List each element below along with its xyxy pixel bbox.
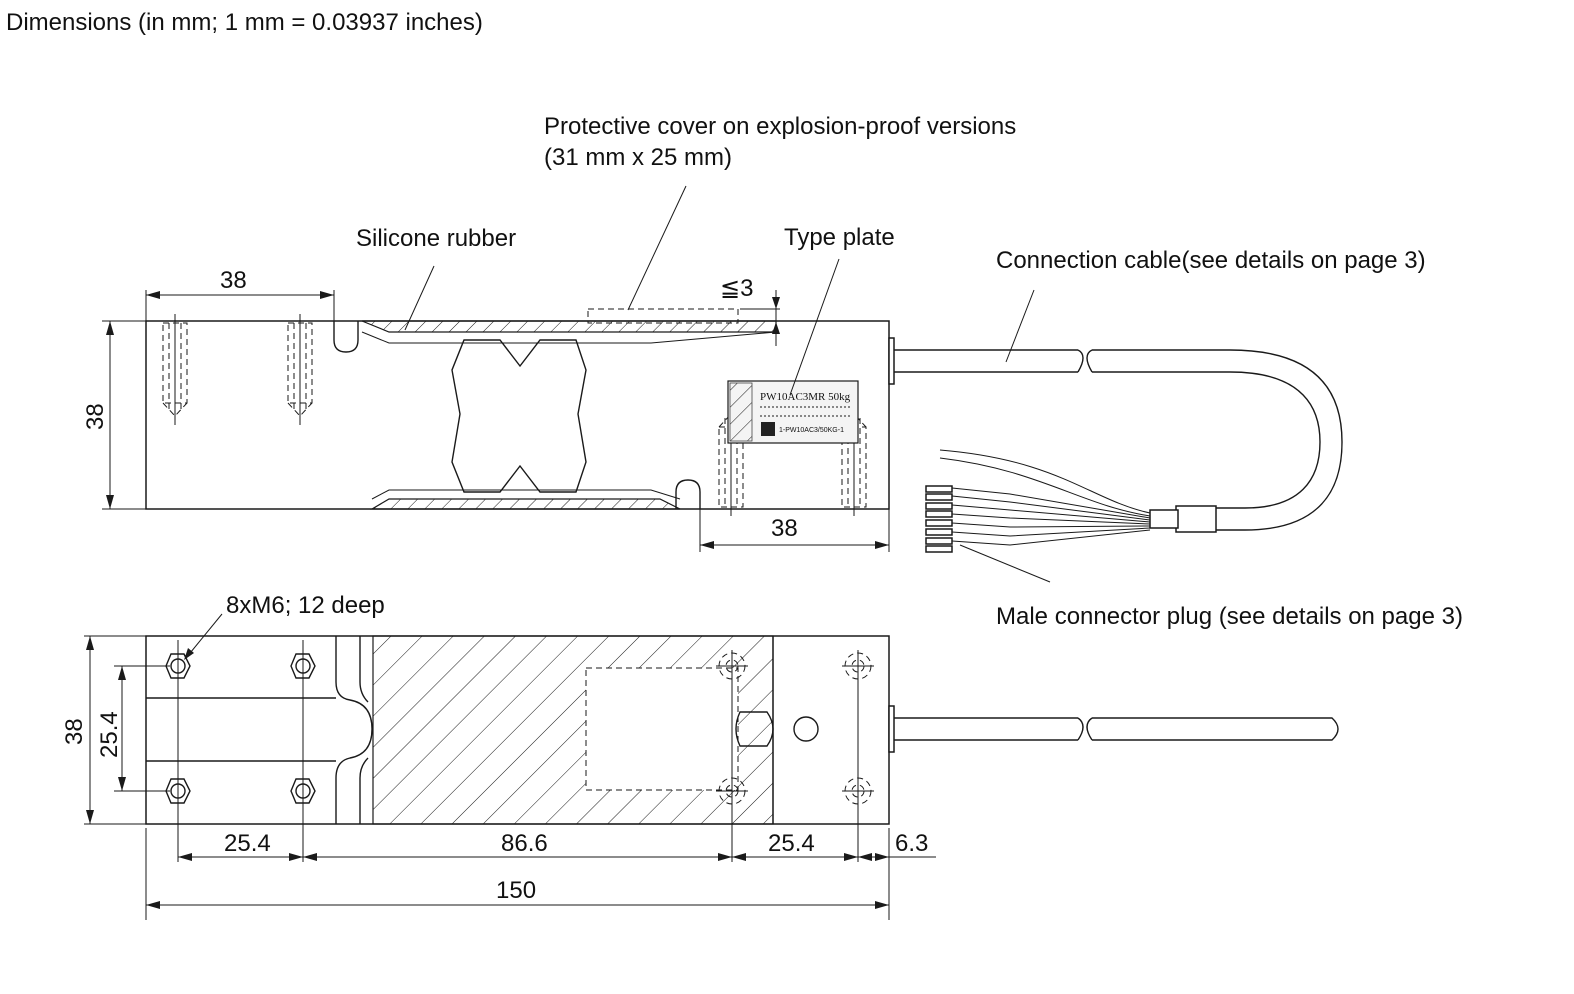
top-protective-cover-outline	[585, 667, 739, 791]
dim-bottom-hole-spacing: 38	[699, 509, 890, 552]
threaded-hole-side-1	[162, 314, 188, 425]
top-hole-2	[290, 640, 316, 862]
top-slot-inner-lower	[359, 757, 369, 824]
binocular-cutout	[451, 339, 587, 493]
top-hole-8	[842, 777, 874, 805]
connection-cable-loop-inner	[1092, 371, 1321, 509]
cable-break-right	[1086, 349, 1093, 373]
protective-cover-outline	[587, 308, 739, 324]
cable-wires	[939, 449, 1151, 546]
top-center-hole	[793, 716, 819, 742]
callout-protective-cover-line2: (31 mm x 25 mm)	[544, 144, 732, 171]
svg-text:38: 38	[82, 403, 109, 430]
svg-text:25.4: 25.4	[96, 711, 123, 758]
leader-threads	[185, 613, 223, 659]
top-slot-inner-upper	[359, 636, 369, 703]
svg-text:38: 38	[220, 267, 247, 294]
leader-protective-cover	[627, 185, 687, 311]
cable-sleeve	[1175, 505, 1217, 533]
slot-top-left	[333, 321, 359, 353]
leader-type-plate	[789, 258, 840, 396]
callout-threads: 8xM6; 12 deep	[226, 592, 385, 619]
dim-edge-offset: 6.3	[895, 830, 928, 857]
cable-gland-top	[888, 705, 895, 753]
leader-connection-cable	[1005, 289, 1035, 363]
callout-connection-cable: Connection cable(see details on page 3)	[996, 247, 1426, 274]
dim-top-hole-spacing: 38	[145, 267, 335, 321]
callout-male-connector: Male connector plug (see details on page…	[996, 603, 1463, 630]
svg-text:≦3: ≦3	[720, 275, 753, 302]
dim-side-height: 38	[82, 320, 146, 510]
drawing-title: Dimensions (in mm; 1 mm = 0.03937 inches…	[6, 9, 483, 36]
dim-cover-clearance: ≦3	[720, 275, 780, 346]
dim-overall-length: 150	[146, 877, 889, 909]
side-view: PW10AC3MR 50kg 1-PW10AC3/50KG-1	[82, 113, 1463, 630]
threaded-hole-side-2	[287, 314, 313, 425]
top-hole-5	[716, 650, 748, 862]
top-hole-6	[716, 777, 748, 805]
connection-cable-loop-outer	[1092, 349, 1343, 531]
cable-ferrule	[1149, 509, 1179, 529]
cable-top-end	[1092, 717, 1339, 741]
dim-hole-group-span: 86.6	[501, 830, 548, 857]
beam-upper-edge	[361, 331, 777, 344]
male-connector-pins	[925, 485, 953, 553]
top-slot-left	[335, 636, 373, 824]
dim-right-hole-pitch: 25.4	[768, 830, 815, 857]
top-hole-4	[290, 778, 316, 804]
top-hole-1	[165, 640, 191, 862]
leader-male-connector	[959, 544, 1051, 583]
dim-left-hole-pitch: 25.4	[224, 830, 271, 857]
cable-gland-side	[888, 337, 895, 385]
dim-top-width: 38	[61, 635, 146, 825]
slot-bottom-right	[675, 479, 701, 509]
svg-text:38: 38	[61, 718, 88, 745]
top-view: 8xM6; 12 deep 38 25.4	[61, 592, 1339, 920]
beam-lower-edge	[371, 489, 681, 500]
dim-hole-row-spacing: 25.4	[96, 665, 170, 792]
leader-silicone-rubber	[404, 265, 435, 331]
silicone-strip-bottom	[369, 498, 681, 510]
dim-chain: 25.4 86.6 25.4 6.3	[145, 828, 936, 920]
svg-text:38: 38	[771, 515, 798, 542]
top-slot-right	[735, 711, 774, 747]
callout-silicone-rubber: Silicone rubber	[356, 225, 516, 252]
type-plate-serial: 1-PW10AC3/50KG-1	[779, 427, 844, 434]
top-hole-7	[842, 650, 874, 862]
top-hole-3	[165, 778, 191, 804]
callout-protective-cover-line1: Protective cover on explosion-proof vers…	[544, 113, 1016, 140]
callout-type-plate: Type plate	[784, 224, 895, 251]
cable-break-left	[1077, 349, 1084, 373]
svg-text:150: 150	[496, 877, 536, 904]
silicone-strip-top	[361, 320, 777, 333]
type-plate: PW10AC3MR 50kg 1-PW10AC3/50KG-1	[727, 380, 859, 444]
type-plate-model: PW10AC3MR 50kg	[760, 391, 851, 403]
